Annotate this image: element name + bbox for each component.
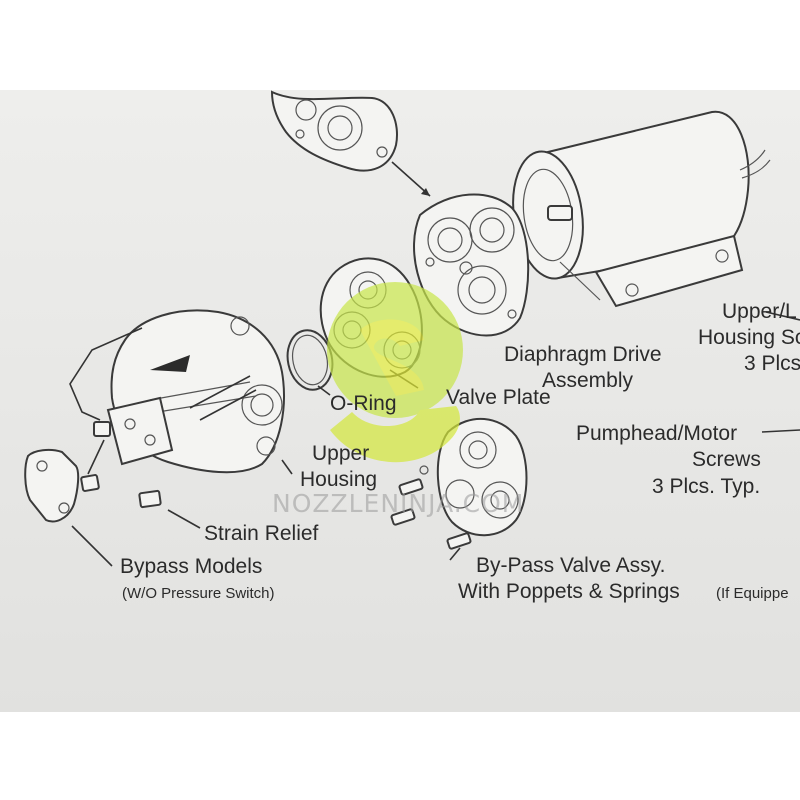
label-bypass-valve-1: By-Pass Valve Assy. <box>476 554 665 577</box>
label-diaphragm-1: Diaphragm Drive <box>504 343 662 366</box>
label-upper-screws-3: 3 Plcs <box>744 352 800 375</box>
diagram-photo: NOZZLENINJA.COM Diaphragm Drive Assembly… <box>0 90 800 712</box>
watermark-text: NOZZLENINJA.COM <box>272 489 524 518</box>
label-bypass-valve-note: (If Equippe <box>716 585 789 602</box>
label-pumphead-2: Screws <box>692 448 761 471</box>
label-strain-relief: Strain Relief <box>204 522 319 545</box>
top-housing-part <box>270 90 398 172</box>
logo-watermark <box>327 282 463 463</box>
label-o-ring: O-Ring <box>330 392 397 415</box>
label-upper-screws-2: Housing Sc <box>698 326 800 349</box>
label-valve-plate: Valve Plate <box>446 386 551 409</box>
label-pumphead-3: 3 Plcs. Typ. <box>652 475 760 498</box>
upper-housing-part <box>93 309 285 474</box>
label-upper-housing-2: Housing <box>300 468 377 491</box>
label-bypass-models: Bypass Models <box>120 555 262 578</box>
exploded-pump-diagram: NOZZLENINJA.COM Diaphragm Drive Assembly… <box>24 90 800 603</box>
label-diaphragm-2: Assembly <box>542 369 634 392</box>
label-upper-screws-1: Upper/L <box>722 300 797 323</box>
bypass-plate-part <box>24 448 80 523</box>
label-upper-housing-1: Upper <box>312 442 369 465</box>
label-bypass-models-note: (W/O Pressure Switch) <box>122 585 275 602</box>
label-bypass-valve-2: With Poppets & Springs <box>458 580 680 603</box>
motor-part <box>512 110 771 308</box>
label-pumphead-1: Pumphead/Motor <box>576 422 737 445</box>
strain-relief-part <box>138 489 162 509</box>
bypass-valve-part <box>390 418 528 550</box>
